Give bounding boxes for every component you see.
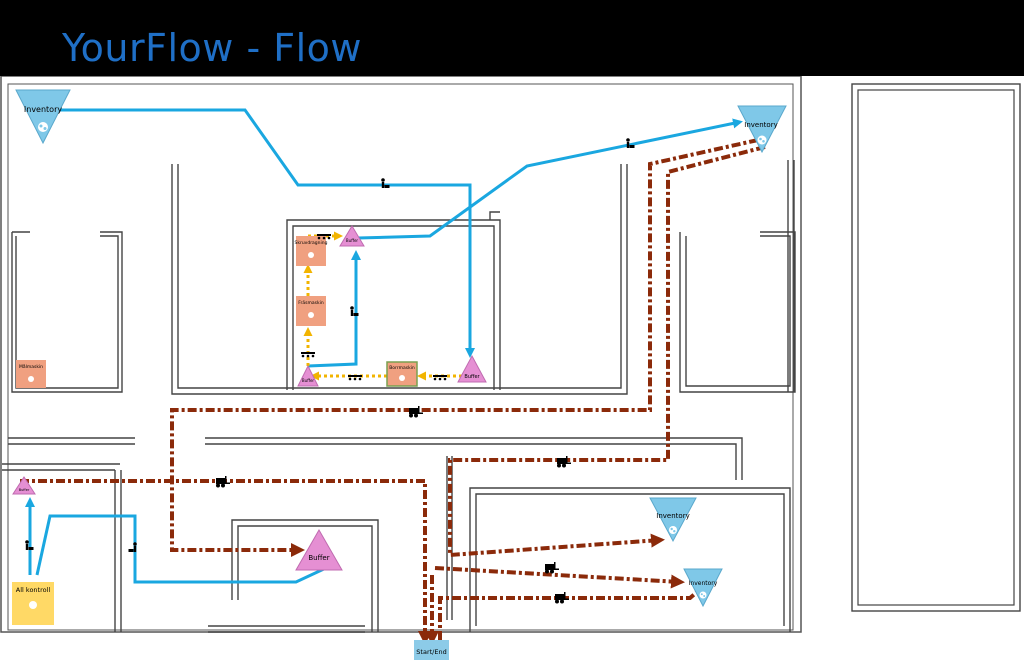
inventory-node-top-left[interactable]: Inventory <box>15 89 71 145</box>
right-building-inner <box>857 89 1015 606</box>
inventory-label: Inventory <box>24 105 62 114</box>
machine-label: Fräsmaskin <box>298 300 324 306</box>
walker-icon <box>128 542 137 552</box>
inventory-icon <box>699 591 707 599</box>
inventory-label: Inventory <box>656 512 689 520</box>
conveyor-icon <box>317 234 331 240</box>
buffer-node-center-left[interactable]: Buffer <box>297 364 319 387</box>
walker-icon <box>381 178 390 188</box>
gear-icon <box>399 375 405 381</box>
walker-icon <box>350 306 359 316</box>
machine-label: Målmaskin <box>19 363 43 370</box>
forklift-icons <box>216 406 571 604</box>
machine-node-malmaskin[interactable]: Målmaskin <box>16 360 46 388</box>
machine-node-borrmaskin[interactable]: Borrmaskin <box>386 361 418 387</box>
start-end-node[interactable]: Start/End <box>414 640 449 660</box>
gear-icon <box>29 601 37 609</box>
buffer-label: Buffer <box>19 488 30 492</box>
forklift-icon <box>409 406 423 418</box>
inventory-icon <box>38 122 48 132</box>
gear-icon <box>308 312 314 318</box>
inventory-icon <box>669 526 677 534</box>
page-title: YourFlow - Flow <box>62 26 362 70</box>
machine-node-frasmaskin[interactable]: Fräsmaskin <box>296 296 326 326</box>
buffer-label: Buffer <box>302 378 314 383</box>
conveyor-icon <box>348 375 362 381</box>
buffer-node-bottom[interactable]: Buffer <box>295 528 343 571</box>
forklift-icon <box>557 456 571 468</box>
buffer-label: Buffer <box>346 238 358 243</box>
buffer-label: Buffer <box>464 374 480 380</box>
quality-label: All kontroll <box>16 586 51 594</box>
forklift-icon <box>545 562 559 574</box>
conveyor-icon <box>301 352 315 358</box>
walker-icon <box>626 138 635 148</box>
conveyor-icon <box>433 375 447 381</box>
forklift-icon <box>555 592 569 604</box>
gear-icon <box>308 252 314 258</box>
flow-diagram: Inventory Inventory Inventory Inventory … <box>0 76 1024 669</box>
gear-icon <box>28 376 34 382</box>
machine-label: Skruvdragning <box>295 240 328 246</box>
floor-walls <box>2 160 796 633</box>
buffer-node-center-top[interactable]: Buffer <box>339 225 365 247</box>
buffer-node-center-right[interactable]: Buffer <box>457 354 487 383</box>
inventory-node-bottom-2[interactable]: Inventory <box>683 568 723 608</box>
machine-node-skruvdragning[interactable]: Skruvdragning <box>295 236 328 266</box>
start-end-label: Start/End <box>416 648 446 656</box>
forklift-icon <box>216 476 230 488</box>
buffer-label: Buffer <box>308 554 329 562</box>
conveyor-icons <box>301 234 447 381</box>
header-bar: YourFlow - Flow <box>0 0 1024 76</box>
walker-icon <box>25 540 34 550</box>
inventory-node-top-right[interactable]: Inventory <box>737 105 787 154</box>
buffer-node-left[interactable]: Buffer <box>12 476 36 495</box>
inventory-label: Inventory <box>744 121 777 129</box>
walker-icons <box>25 138 635 552</box>
inventory-node-bottom-1[interactable]: Inventory <box>649 497 697 543</box>
right-building-outer <box>851 83 1021 612</box>
machine-label: Borrmaskin <box>389 365 415 371</box>
quality-node-all-kontroll[interactable]: All kontroll <box>12 582 54 625</box>
inventory-label: Inventory <box>689 580 718 587</box>
inventory-icon <box>757 135 767 145</box>
